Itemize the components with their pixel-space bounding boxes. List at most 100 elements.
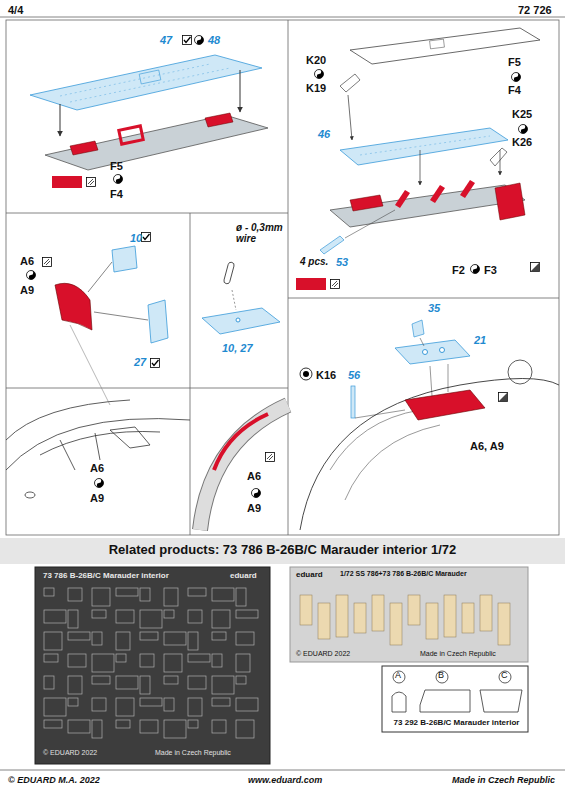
flap-assembly [205,113,233,127]
canopy-view [25,492,35,498]
fret-parts [236,698,258,711]
product-photo: eduard1/72 SS 786+73 786 B-26B/C Maraude… [290,567,528,662]
fret-parts [444,595,456,637]
fret-text: © EDUARD 2022 [296,650,350,658]
armor-plate-detail [200,405,288,530]
fret-parts [140,654,154,667]
wing-flap-assembly [460,180,475,198]
seat-armor-detail [27,233,169,406]
panel-frame [288,298,559,299]
fret-parts [116,610,134,623]
callout-number: A6 [90,462,104,474]
nose-detail [395,340,470,364]
part-number: 56 [348,369,360,381]
nose-detail [330,410,440,500]
product-photo: 73 786 B-26B/C Marauder interioreduard© … [35,567,270,764]
fret-parts [140,698,162,706]
nose-detail [351,386,355,418]
callout-number: F4 [508,84,521,96]
seat-armor-detail [94,312,148,320]
related-band [0,538,565,564]
part-number: 21 [474,334,486,346]
wire-detail [202,262,280,334]
nose-detail [405,390,485,420]
fret-parts [164,588,178,606]
seat-armor-detail [70,325,110,405]
flap-assembly [195,36,204,45]
flap-assembly [60,64,230,102]
flap-assembly [114,175,123,184]
panel-frame [6,213,288,214]
armor-plate-detail [200,405,288,530]
nose-detail [420,338,424,346]
fret-parts [140,720,158,733]
seat-armor-detail [27,271,36,280]
fret-parts [300,595,510,645]
callout-number: K26 [512,136,532,148]
callout-number: A9 [90,492,104,504]
callout-number: 4 pcs. [300,256,328,267]
pe-fret-photo [35,567,270,764]
nose-detail [448,364,449,392]
flap-assembly [52,176,82,188]
fret-parts [498,603,510,645]
fret-parts [116,676,138,689]
fret-parts [44,588,258,738]
flap-assembly [60,104,61,136]
armor-plate-detail [266,453,275,462]
nose-detail [440,348,445,353]
nose-detail [355,410,405,418]
fret-parts [116,588,138,596]
fret-parts [164,698,174,711]
nose-detail [499,393,508,402]
wing-flap-assembly [315,70,324,79]
fret-parts [44,720,62,728]
related-band: Related products: 73 786 B-26B/C Maraude… [0,538,565,564]
wing-flap-assembly [348,95,352,140]
fret-text: 1/72 SS 786+73 786 B-26B/C Marauder [340,570,467,578]
part-number: 46 [318,128,330,140]
fret-parts [212,720,226,733]
fret-parts [236,654,250,672]
mask-shapes [480,690,522,712]
mask-shapes [436,671,448,683]
fret-parts [92,610,106,618]
callout-number: A6 [247,470,261,482]
product-title: Related products: 73 786 B-26B/C Maraude… [0,543,565,558]
mask-shapes [392,671,522,712]
fret-parts [116,720,130,728]
fret-parts [92,698,106,711]
panel-frame [190,213,191,535]
seat-armor-detail [151,359,160,368]
callout-number: © EDUARD M.A. 2022 [8,776,100,786]
fret-parts [212,588,234,601]
fret-text: © EDUARD 2022 [43,749,97,757]
panel-frame [0,770,565,771]
nose-detail [300,320,559,530]
mask-shapes [499,671,511,683]
fret-parts [68,588,82,601]
wing-flap-assembly [296,278,326,290]
fret-parts [372,595,384,631]
callout-number: K19 [306,82,326,94]
wire-detail [236,318,240,322]
wing-flap-assembly [500,150,501,175]
mask-shapes [392,692,406,712]
part-number: 53 [336,256,348,268]
part-number: 48 [208,34,220,46]
callout-number: F5 [508,56,521,68]
fret-parts [390,603,402,645]
fret-parts [68,632,90,640]
callout-number: A [395,671,401,681]
pe-fret-photo [290,567,528,662]
wing-flap-assembly [340,74,360,92]
fret-parts [44,676,54,689]
panel-frame [0,17,565,770]
fret-parts [92,632,102,645]
fret-parts [68,720,90,733]
canopy-view [95,479,104,488]
wing-flap-assembly [430,39,445,49]
fret-parts [92,720,102,738]
fret-parts [212,632,226,640]
fret-parts [336,595,348,637]
